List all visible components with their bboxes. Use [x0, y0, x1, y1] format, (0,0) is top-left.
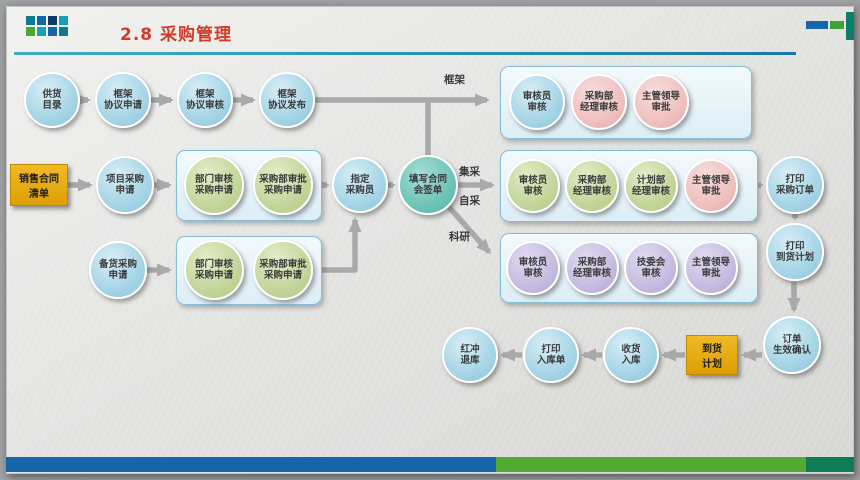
node-project-purchase-apply: 项目采购 申请 [96, 156, 154, 214]
node-print-purchase-order: 打印 采购订单 [766, 156, 824, 214]
node-frame-agreement-publish: 框架 协议发布 [259, 72, 315, 128]
node-research-purchase-manager-audit: 采购部 经理审核 [565, 241, 619, 295]
title-underline [14, 52, 796, 55]
node-research-auditor-audit: 审核员 审核 [506, 241, 560, 295]
label: 主管领导 审批 [641, 90, 680, 113]
node-arrival-plan: 到货 计划 [686, 335, 738, 375]
label: 框架 协议审核 [185, 88, 224, 111]
deco-square [26, 16, 35, 25]
label: 采购部审批 采购申请 [259, 173, 307, 196]
node-sales-contract-list: 销售合同 清单 [10, 164, 68, 206]
label: 订单 生效确认 [772, 333, 811, 356]
deco-square [48, 16, 57, 25]
node-receive-into-stock: 收货 入库 [603, 327, 659, 383]
label: 红冲 退库 [460, 343, 480, 366]
label: 收货 入库 [621, 343, 641, 366]
node-research-tech-committee-audit: 技委会 审核 [624, 241, 678, 295]
node-central-plan-manager-audit: 计划部 经理审核 [624, 159, 678, 213]
label: 打印 采购订单 [775, 173, 814, 196]
bar-segment-green [496, 457, 806, 472]
label: 技委会 审核 [636, 256, 666, 279]
label: 备货采购 申请 [98, 258, 137, 281]
node-fill-contract-countersign: 填写合同 会签单 [398, 155, 458, 215]
deco-square [37, 16, 46, 25]
label: 到货 计划 [702, 344, 722, 370]
label: 填写合同 会签单 [408, 173, 447, 196]
node-frame-purchase-manager-audit: 采购部 经理审核 [571, 74, 627, 130]
label: 打印 到货计划 [775, 240, 814, 263]
label: 部门审核 采购申请 [194, 258, 233, 281]
label: 部门审核 采购申请 [194, 173, 233, 196]
label: 打印 入库单 [536, 343, 566, 366]
node-print-arrival-plan: 打印 到货计划 [766, 223, 824, 281]
node-frame-agreement-audit: 框架 协议审核 [177, 72, 233, 128]
label: 项目采购 申请 [105, 173, 144, 196]
label: 采购部 经理审核 [579, 90, 618, 113]
deco-square [48, 27, 57, 36]
node-dept-audit-apply-stock: 部门审核 采购申请 [184, 240, 244, 300]
node-assign-buyer: 指定 采购员 [332, 157, 388, 213]
node-frame-leader-approve: 主管领导 审批 [633, 74, 689, 130]
label: 框架 协议申请 [103, 88, 142, 111]
label: 采购部 经理审核 [572, 256, 611, 279]
node-print-stockin-receipt: 打印 入库单 [523, 327, 579, 383]
label: 供货 目录 [42, 88, 62, 111]
page-title: 2.8 采购管理 [120, 25, 233, 45]
node-dept-audit-apply-project: 部门审核 采购申请 [184, 155, 244, 215]
node-order-effective-confirm: 订单 生效确认 [763, 316, 821, 374]
label: 审核员 审核 [518, 174, 548, 197]
node-frame-agreement-apply: 框架 协议申请 [95, 72, 151, 128]
node-purchase-dept-approve-project: 采购部审批 采购申请 [253, 155, 313, 215]
deco-square [59, 27, 68, 36]
node-purchase-dept-approve-stock: 采购部审批 采购申请 [253, 240, 313, 300]
node-frame-auditor-audit: 审核员 审核 [509, 74, 565, 130]
branch-label-frame: 框架 [444, 74, 465, 86]
bar-segment-blue [6, 457, 496, 472]
label: 主管领导 审批 [691, 256, 730, 279]
label: 计划部 经理审核 [631, 174, 670, 197]
logo-block-green [830, 21, 844, 29]
bar-segment-dark-green [806, 457, 854, 472]
label: 框架 协议发布 [267, 88, 306, 111]
deco-square [59, 16, 68, 25]
node-central-purchase-manager-audit: 采购部 经理审核 [565, 159, 619, 213]
node-central-auditor-audit: 审核员 审核 [506, 159, 560, 213]
branch-label-research: 科研 [449, 231, 470, 243]
node-research-leader-approve: 主管领导 审批 [684, 241, 738, 295]
label: 指定 采购员 [345, 173, 375, 196]
node-supply-catalog: 供货 目录 [24, 72, 80, 128]
label: 采购部 经理审核 [572, 174, 611, 197]
logo-block-blue [806, 21, 828, 29]
deco-square [37, 27, 46, 36]
node-central-leader-approve: 主管领导 审批 [684, 159, 738, 213]
label: 主管领导 审批 [691, 174, 730, 197]
bottom-color-bar [6, 457, 854, 472]
label: 采购部审批 采购申请 [259, 258, 307, 281]
node-stock-purchase-apply: 备货采购 申请 [89, 241, 147, 299]
deco-squares [26, 16, 68, 36]
logo-block-teal [846, 12, 854, 40]
label: 审核员 审核 [518, 256, 548, 279]
deco-square [26, 27, 35, 36]
branch-label-self: 自采 [459, 195, 480, 207]
label: 审核员 审核 [522, 90, 552, 113]
branch-label-central: 集采 [459, 166, 480, 178]
company-logo [806, 12, 854, 52]
label: 销售合同 清单 [19, 174, 59, 200]
node-red-reverse-return: 红冲 退库 [442, 327, 498, 383]
